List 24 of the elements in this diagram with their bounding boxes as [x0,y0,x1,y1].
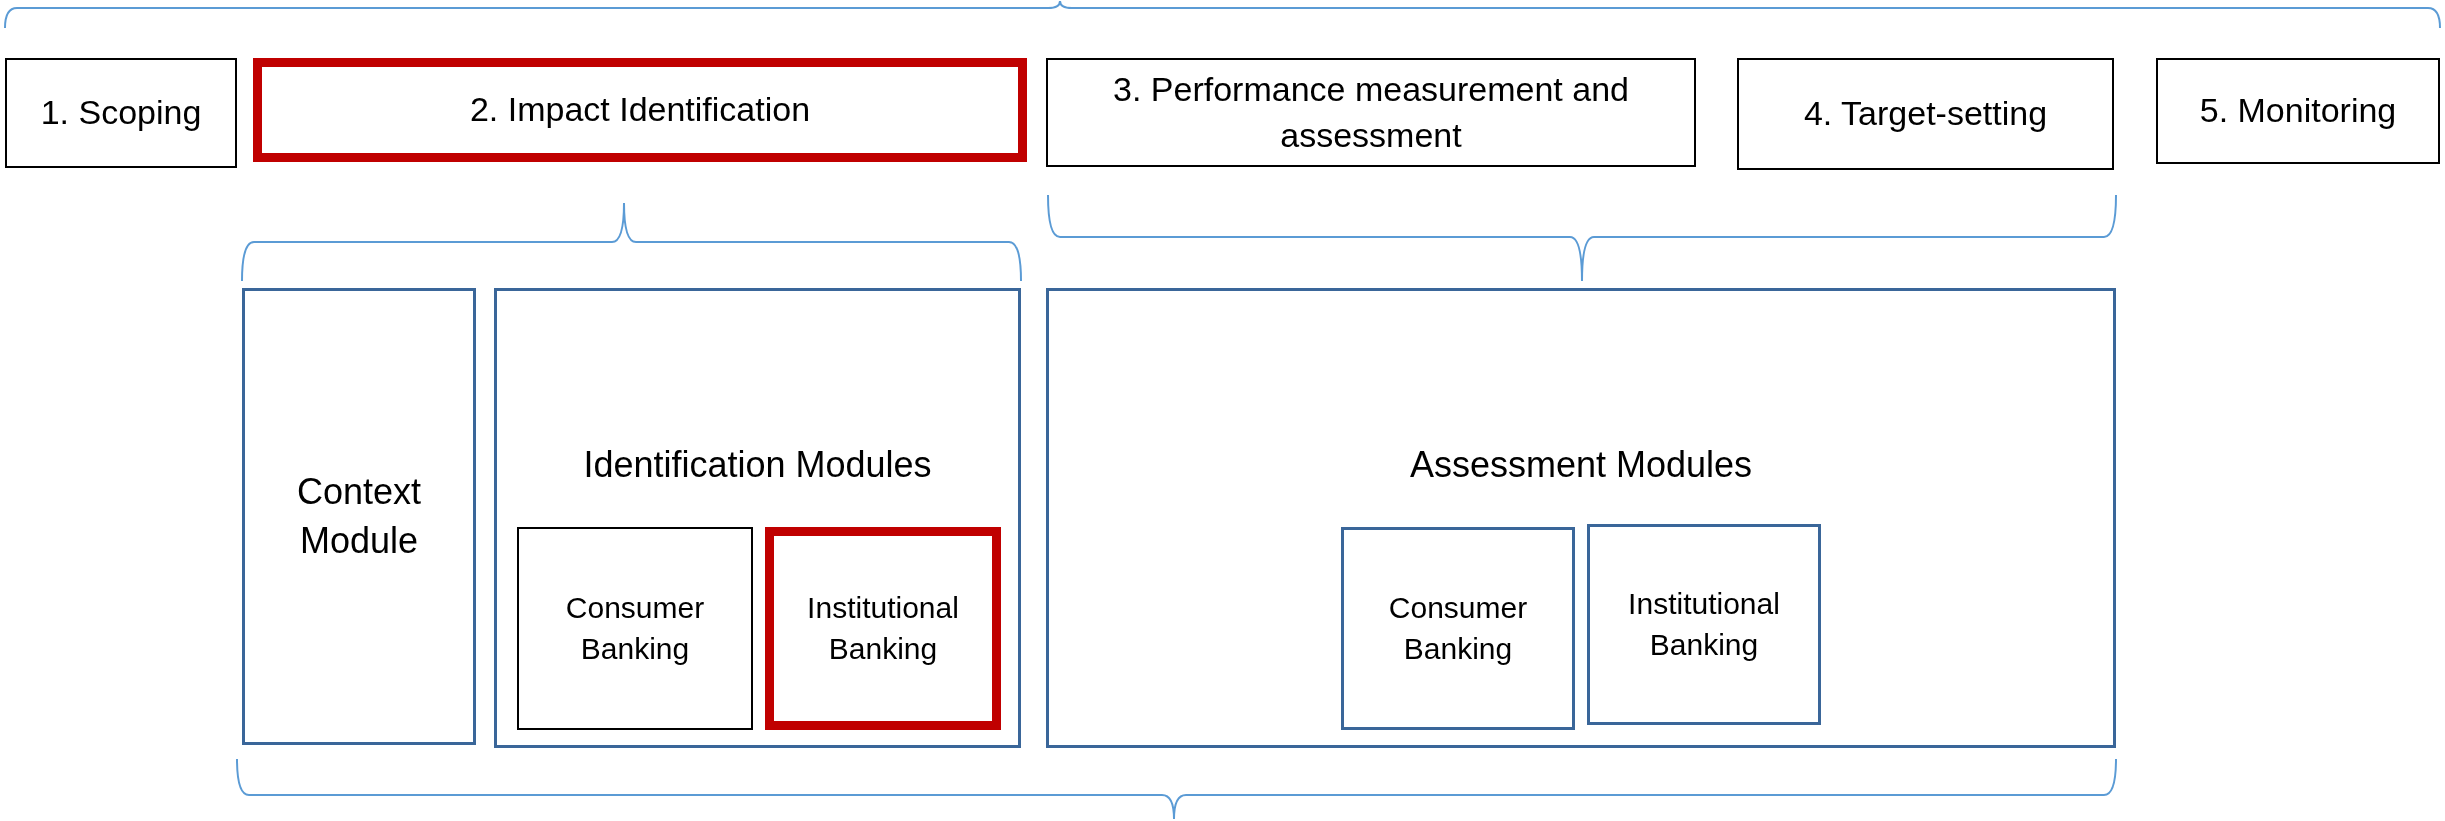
box-label: Consumer Banking [564,590,706,667]
process-box [1587,524,1821,725]
process-box [517,527,753,730]
process-box [1341,527,1575,730]
box-label: Assessment Modules [1408,443,1754,487]
process-box [2156,58,2440,164]
box-label: 1. Scoping [39,92,203,134]
process-box [5,58,237,168]
box-label: Institutional Banking [1627,586,1781,663]
box-label: 3. Performance measurement and assessment [1112,68,1630,156]
box-label: Institutional Banking [806,590,960,667]
process-box [253,58,1027,162]
process-box [1737,58,2114,170]
box-label: Context Module [295,469,423,563]
process-box [1046,58,1696,167]
box-label: 4. Target-setting [1802,93,2049,135]
process-box [765,527,1001,730]
module-panel [494,288,1021,748]
process-box [242,288,476,745]
box-label: 5. Monitoring [2198,90,2398,132]
box-label: 2. Impact Identification [468,89,812,131]
box-label: Consumer Banking [1387,590,1529,667]
box-label: Identification Modules [582,443,933,487]
module-panel [1046,288,2116,748]
